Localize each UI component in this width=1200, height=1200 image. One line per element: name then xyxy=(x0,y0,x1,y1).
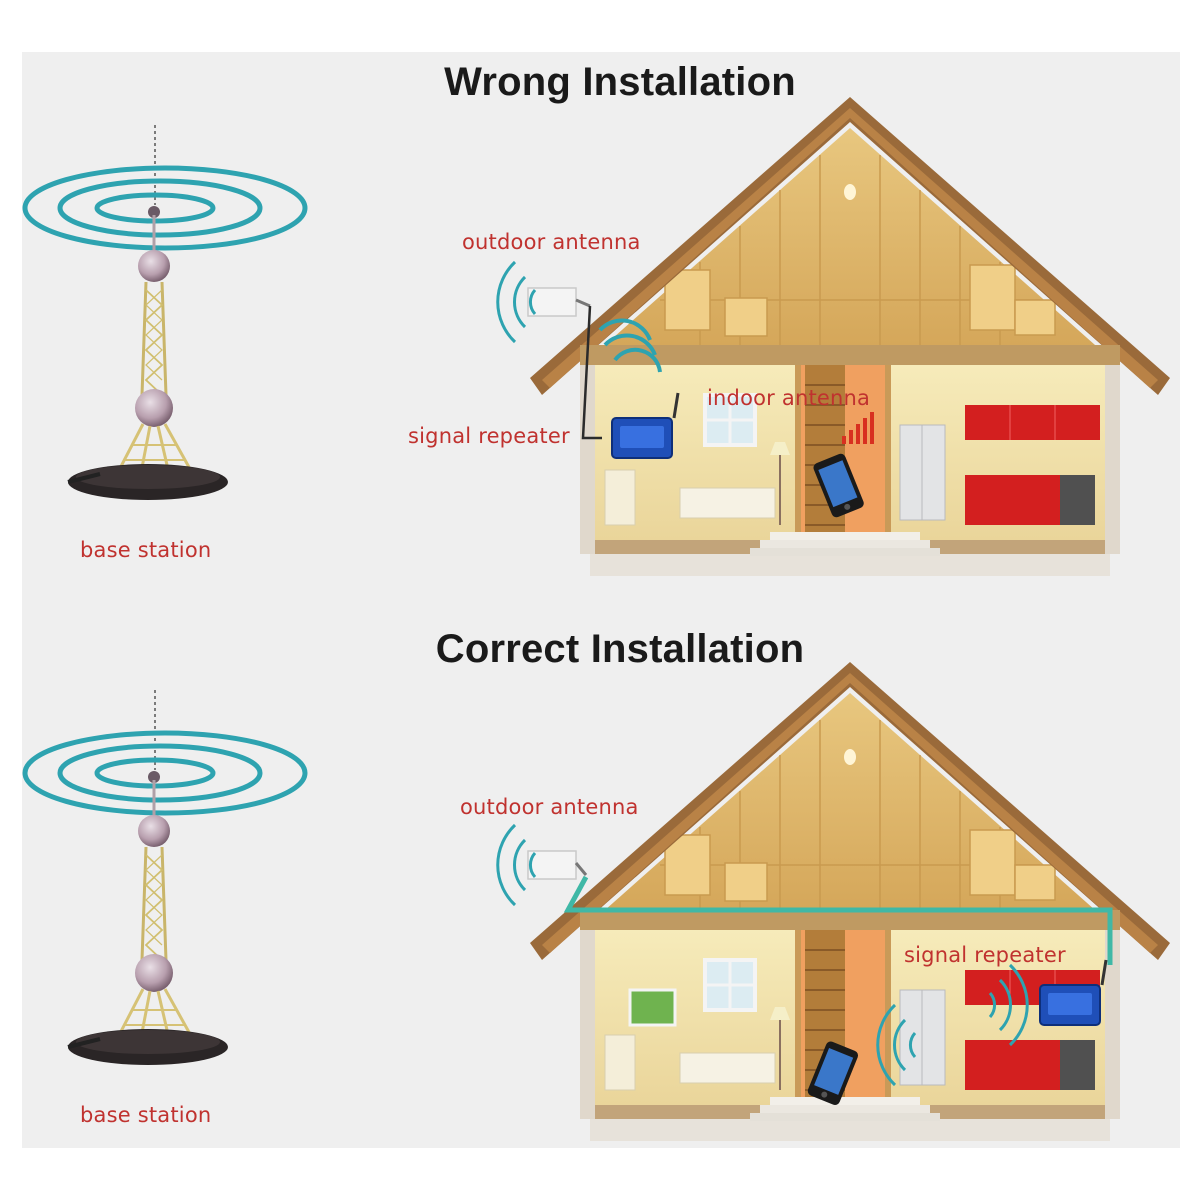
base-station-tower-icon xyxy=(25,125,305,500)
correct-installation-title: Correct Installation xyxy=(435,627,805,671)
wall-picture xyxy=(628,988,677,1027)
base-station-tower-icon xyxy=(25,690,305,1065)
outdoor-antenna-icon xyxy=(527,850,588,880)
antenna-cable xyxy=(581,305,602,440)
indoor-antenna-label: indoor antenna xyxy=(707,386,871,410)
signal-interference-icon xyxy=(598,318,662,373)
signal-waves-icon xyxy=(496,260,537,344)
signal-repeater-label: signal repeater xyxy=(408,424,570,448)
correct-installation-scene xyxy=(25,660,1172,1143)
signal-repeater-label: signal repeater xyxy=(904,943,1066,967)
outdoor-antenna-label: outdoor antenna xyxy=(462,230,641,254)
signal-waves-icon xyxy=(496,823,537,907)
wrong-installation-title: Wrong Installation xyxy=(444,60,796,104)
base-station-label: base station xyxy=(80,1103,212,1127)
antenna-cable xyxy=(563,875,1113,965)
outdoor-antenna-label: outdoor antenna xyxy=(460,795,639,819)
signal-bars-icon xyxy=(842,412,874,444)
base-station-label: base station xyxy=(80,538,212,562)
outdoor-antenna-icon xyxy=(527,287,591,317)
